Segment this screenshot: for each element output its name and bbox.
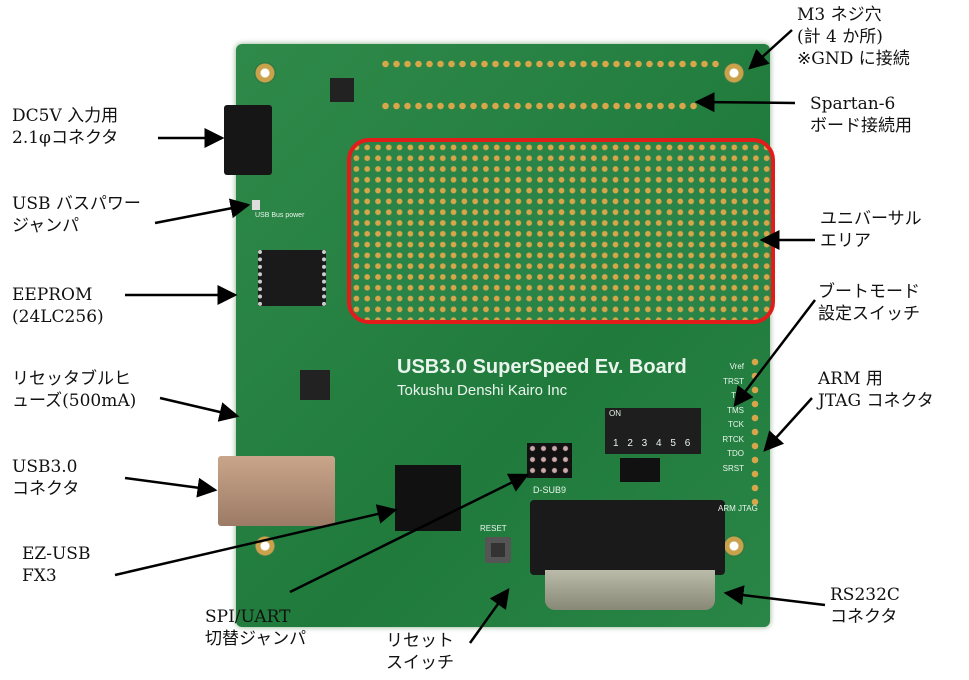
label-eeprom: EEPROM (24LC256) — [12, 285, 104, 327]
jtag-caption: ARM JTAG — [718, 504, 758, 513]
bus-power-silk: USB Bus power — [255, 212, 305, 219]
arrow-fx3 — [114, 504, 398, 577]
label-spi-uart: SPI/UART 切替ジャンパ — [205, 607, 307, 649]
label-usb-bus-power: USB バスパワー ジャンパ — [12, 194, 141, 236]
arrow-spi-uart — [289, 473, 530, 594]
board-title-silk: USB3.0 SuperSpeed Ev. Board — [397, 356, 687, 378]
reset-silk: RESET — [480, 524, 507, 533]
spi-uart-jumper[interactable] — [527, 443, 572, 478]
label-usb3: USB3.0 コネクタ — [12, 457, 80, 499]
rs232c-connector — [530, 500, 725, 575]
label-rs232c: RS232C コネクタ — [830, 585, 900, 627]
usb3-connector — [218, 456, 335, 526]
label-boot-mode: ブートモード 設定スイッチ — [818, 282, 920, 324]
rs232c-shell — [545, 570, 715, 610]
label-arm-jtag: ARM 用 JTAG コネクタ — [818, 369, 934, 411]
fx3-chip — [395, 465, 461, 531]
spartan6-header-row — [380, 58, 720, 70]
arrow-reset — [468, 587, 510, 644]
ic — [620, 458, 660, 482]
universal-area-highlight — [347, 138, 775, 324]
arrow-usb3 — [124, 476, 218, 498]
arrow-jtag — [763, 397, 813, 452]
label-universal-area: ユニバーサル エリア — [820, 209, 922, 251]
eeprom-chip — [258, 250, 326, 306]
board-maker-silk: Tokushu Denshi Kairo Inc — [397, 382, 568, 399]
dc-jack — [224, 105, 272, 175]
spartan6-header-row — [380, 100, 700, 112]
mounting-hole — [723, 62, 745, 84]
label-m3-holes: M3 ネジ穴 (計 4 か所) ※GND に接続 — [797, 5, 910, 69]
arrow-boot-mode — [733, 299, 816, 407]
arrow-m3 — [748, 29, 793, 70]
arrow-spartan6 — [694, 92, 796, 113]
label-dc-jack: DC5V 入力用 2.1φコネクタ — [12, 106, 119, 148]
reset-button[interactable] — [485, 537, 511, 563]
dip-on-label: ON — [609, 409, 621, 418]
dip-numbers: 1 2 3 4 5 6 — [613, 438, 694, 449]
label-reset-switch: リセット スイッチ — [386, 631, 454, 673]
mounting-hole — [723, 535, 745, 557]
bus-power-jumper — [252, 200, 260, 210]
label-spartan6: Spartan-6 ボード接続用 — [810, 94, 912, 136]
label-fx3: EZ-USB FX3 — [22, 544, 91, 586]
arrow-bus-power — [154, 198, 251, 225]
ic — [300, 370, 330, 400]
boot-mode-dip-switch[interactable]: ON 1 2 3 4 5 6 — [605, 408, 701, 454]
arrow-fuse — [159, 396, 240, 422]
inductor — [330, 78, 354, 102]
dsub-silk: D-SUB9 — [533, 485, 567, 495]
mounting-hole — [254, 62, 276, 84]
label-fuse: リセッタブルヒ ューズ(500mA) — [12, 369, 137, 411]
arrow-rs232c — [723, 585, 826, 607]
